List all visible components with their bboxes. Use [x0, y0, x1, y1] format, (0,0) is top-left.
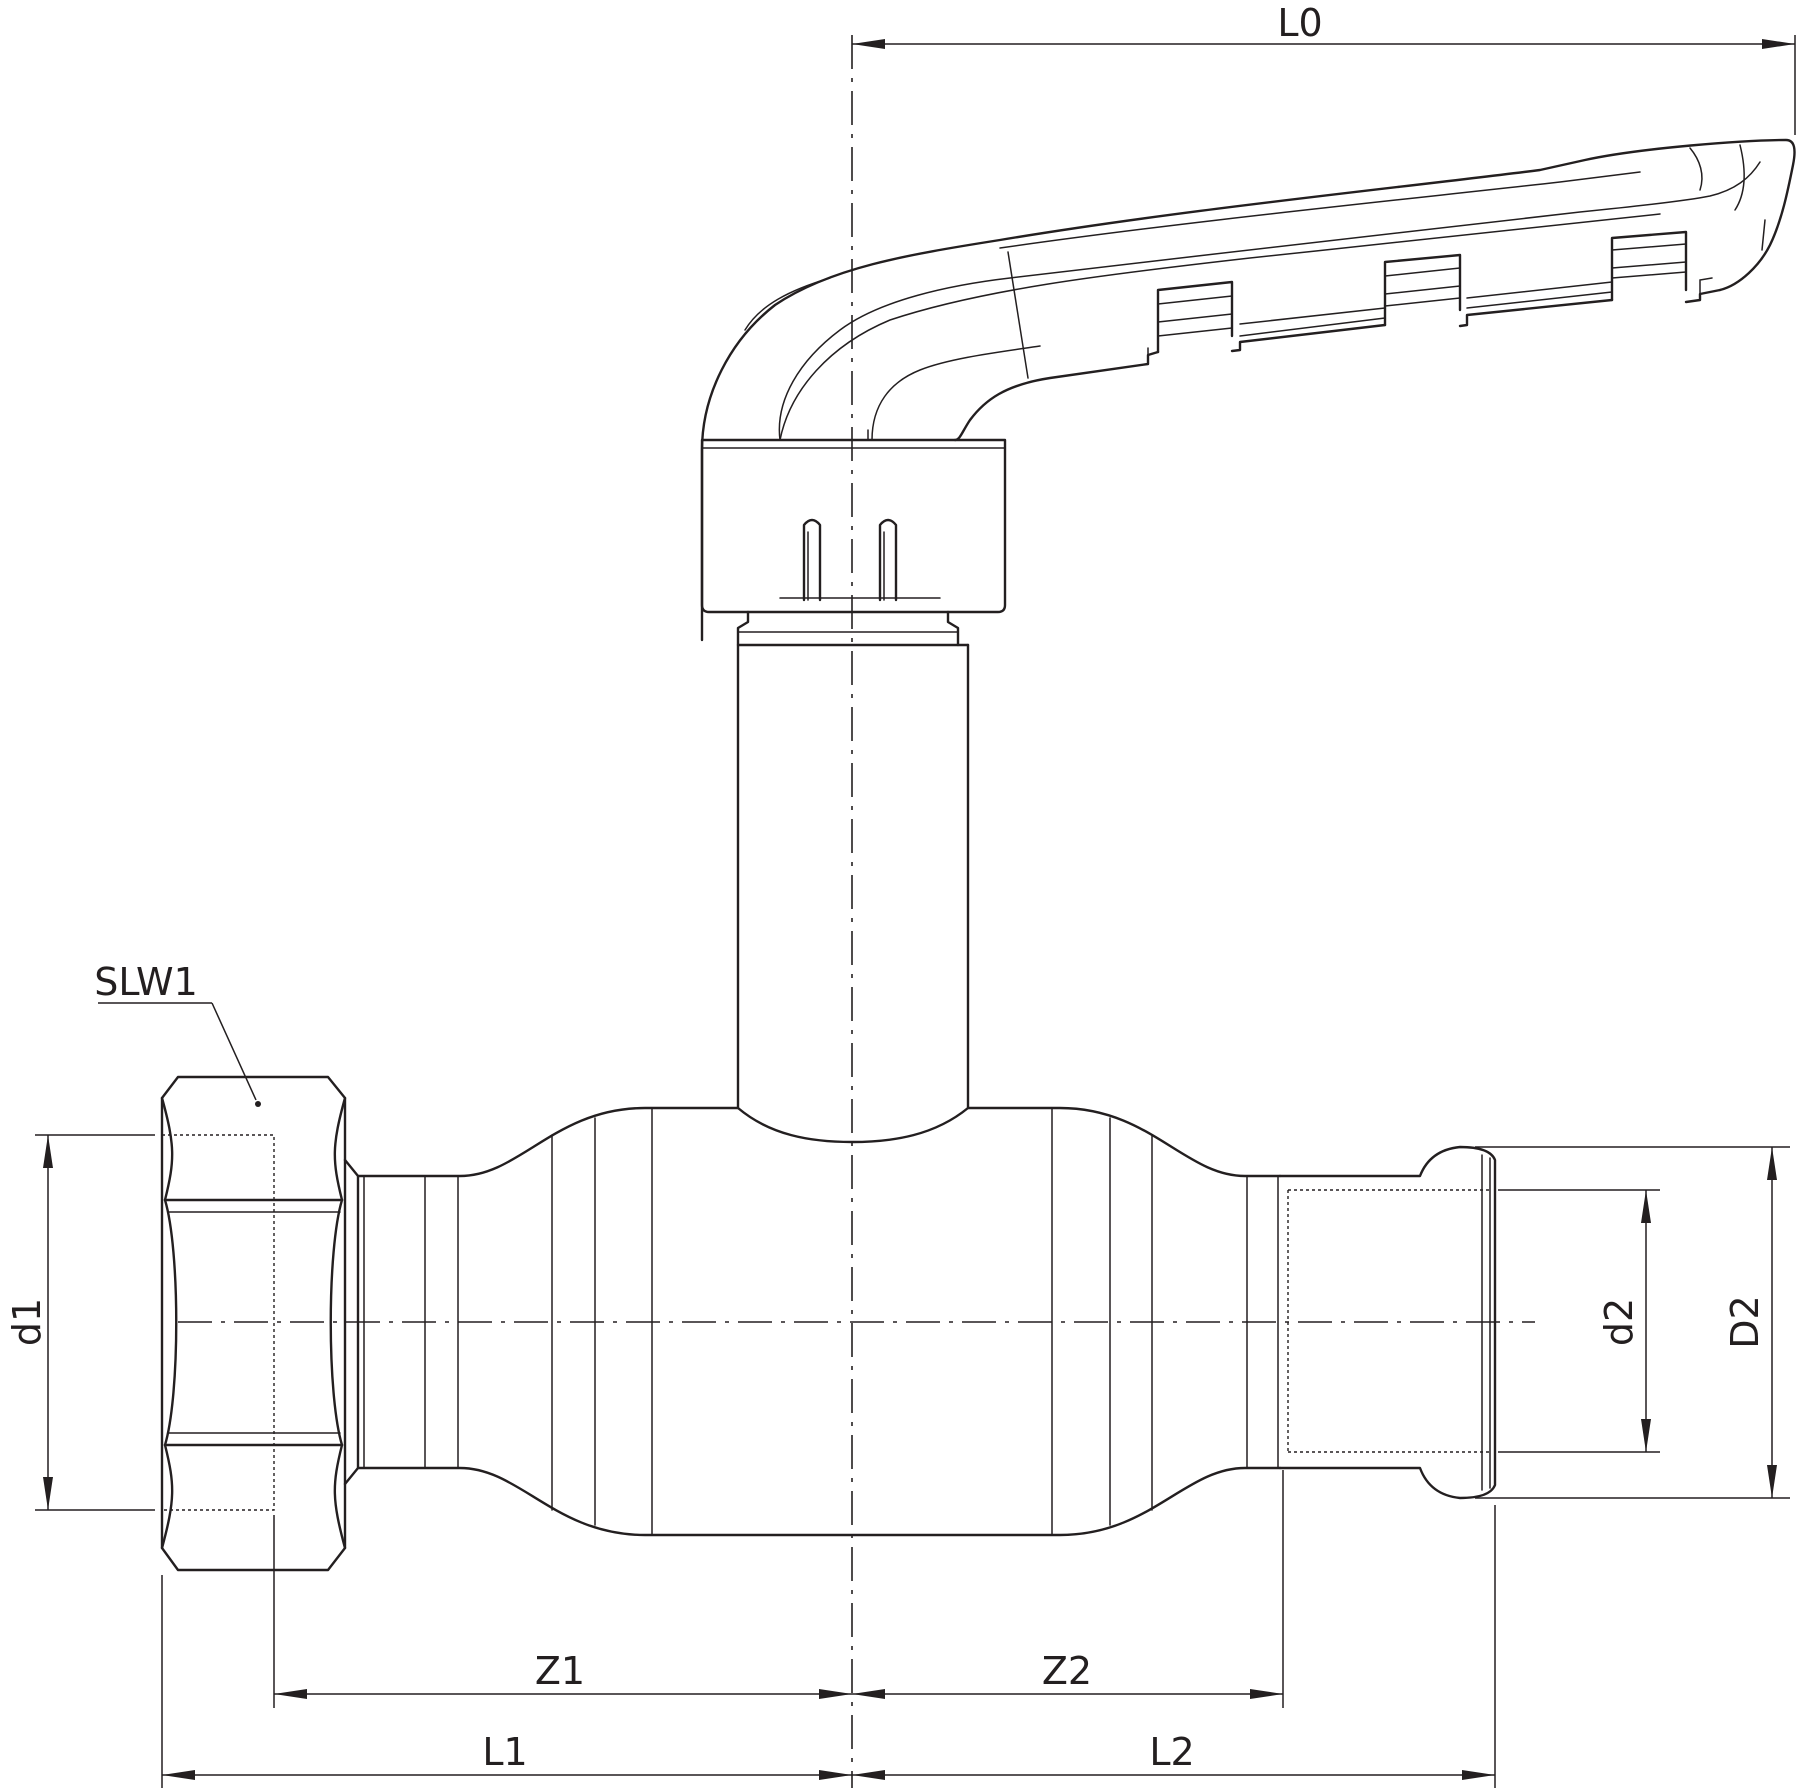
lever-handle	[700, 138, 1796, 642]
label-L1: L1	[482, 1730, 527, 1774]
dimension-d1: d1	[5, 1134, 155, 1511]
dimension-L1-L2: L1 L2	[161, 1505, 1496, 1788]
label-L0: L0	[1277, 1, 1322, 45]
dimension-D2: D2	[1475, 1146, 1790, 1499]
dimension-L0: L0	[852, 1, 1796, 135]
label-d1: d1	[5, 1298, 49, 1346]
label-SLW1: SLW1	[94, 960, 198, 1004]
leader-SLW1: SLW1	[94, 960, 257, 1101]
label-D2: D2	[1723, 1295, 1767, 1348]
label-L2: L2	[1149, 1730, 1194, 1774]
valve-stem	[736, 610, 970, 1110]
valve-body	[343, 1106, 1282, 1537]
handle-hub	[700, 438, 1007, 614]
label-d2: d2	[1597, 1298, 1641, 1346]
dimension-d2: d2	[1498, 1189, 1660, 1453]
label-Z1: Z1	[535, 1649, 585, 1693]
dimension-Z1-Z2: Z1 Z2	[273, 1470, 1284, 1708]
press-fitting-end	[1277, 1145, 1497, 1500]
label-Z2: Z2	[1042, 1649, 1092, 1693]
hex-nut	[160, 1075, 347, 1572]
